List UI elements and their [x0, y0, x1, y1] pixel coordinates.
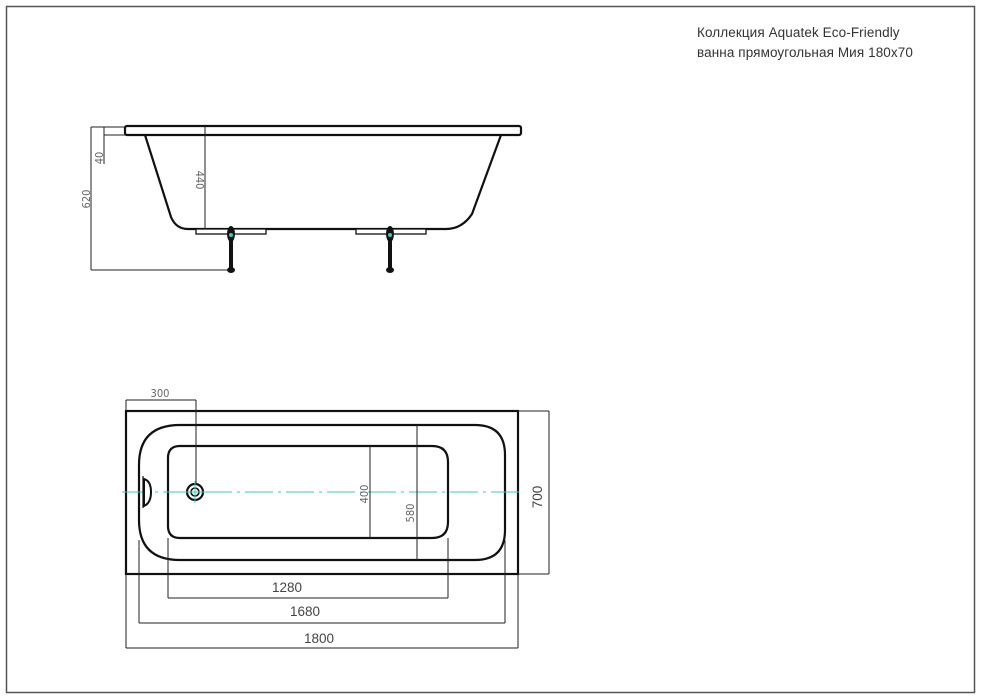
overflow-icon — [143, 477, 153, 508]
bathtub-inner-bowl — [137, 423, 507, 562]
dim-inner-length: 1680 — [290, 604, 320, 619]
bathtub-body-outline — [143, 134, 503, 231]
product-title: ванна прямоугольная Мия 180x70 — [697, 45, 913, 60]
side-view: 620 40 440 — [80, 124, 523, 273]
dim-bottom-width: 400 — [358, 485, 371, 504]
dim-rim-height: 40 — [93, 152, 106, 165]
dim-inner-width: 580 — [404, 504, 417, 523]
leg-left — [227, 226, 235, 273]
collection-title: Коллекция Aquatek Eco-Friendly — [697, 25, 900, 40]
dim-drain-offset: 300 — [151, 387, 170, 400]
dim-total-height: 620 — [80, 190, 93, 209]
dim-bottom-length: 1280 — [272, 580, 302, 595]
leg-right — [386, 226, 394, 273]
dim-length: 1800 — [304, 631, 334, 646]
bathtub-rim — [123, 124, 523, 137]
drain-icon — [184, 481, 206, 503]
dim-width: 700 — [530, 486, 545, 509]
drawing-frame — [5, 5, 976, 694]
bathtub-bottom — [166, 444, 450, 540]
top-view: 300 700 580 400 1280 1680 — [122, 387, 550, 649]
dim-bowl-depth: 440 — [193, 171, 206, 190]
